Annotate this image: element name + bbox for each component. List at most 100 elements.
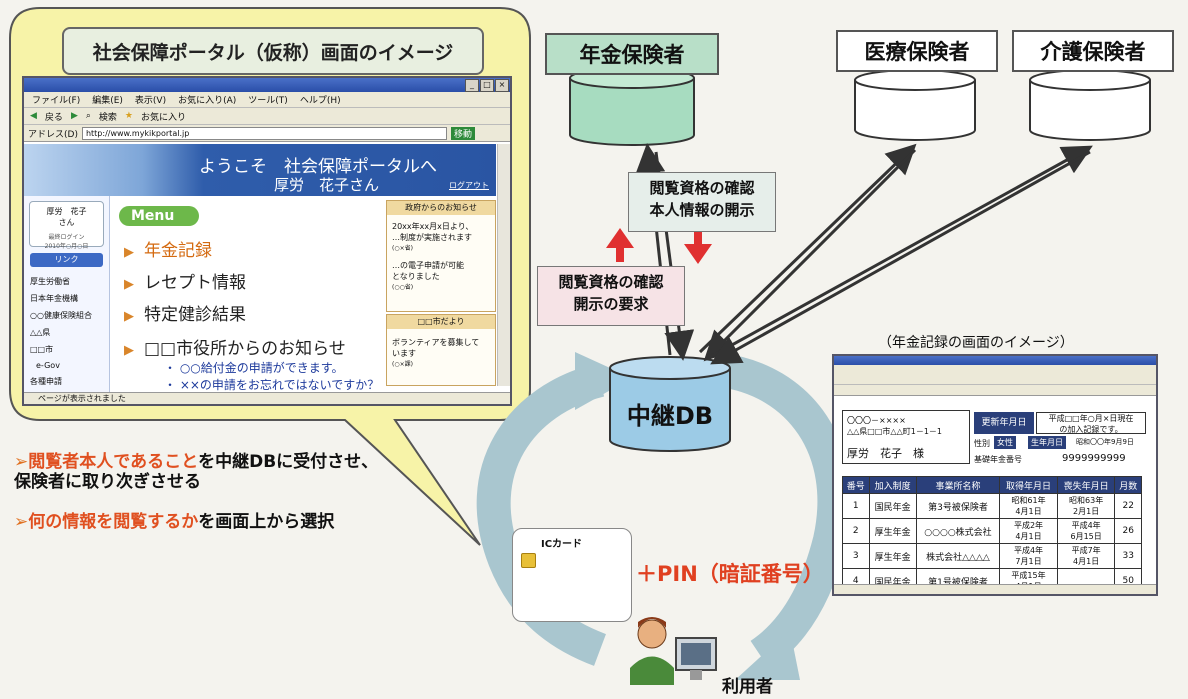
- forward-icon[interactable]: ▶: [70, 111, 78, 121]
- menu-item-receipt-info[interactable]: ▶レセプト情報: [124, 273, 246, 293]
- search-button[interactable]: 検索: [98, 112, 117, 123]
- col-number: 番号: [842, 476, 870, 494]
- cycle-arrow-right: [717, 353, 852, 670]
- menu-label: Menu: [119, 206, 199, 226]
- ic-card-label: ICカード: [541, 539, 583, 550]
- menu-edit[interactable]: 編集(E): [92, 96, 123, 106]
- table-cell: 1: [842, 493, 870, 519]
- pension-status-bar: [834, 584, 1156, 594]
- table-cell: 厚生年金: [868, 543, 917, 569]
- city-news-item[interactable]: ボランティアを募集して います(○×課): [392, 338, 480, 368]
- city-news-header: □□市だより: [387, 315, 495, 329]
- pension-address-box: 〇〇〇－×××× △△県□□市△△町1－1－1 厚労 花子 様: [842, 410, 970, 464]
- menu-file[interactable]: ファイル(F): [32, 96, 81, 106]
- red-arrow-up: [606, 228, 634, 262]
- sidebar-link-egov[interactable]: e-Gov: [36, 361, 60, 370]
- basic-pension-number: 9999999999: [1062, 453, 1126, 464]
- menu-view[interactable]: 表示(V): [134, 96, 167, 106]
- birth-label: 生年月日: [1028, 436, 1066, 449]
- table-cell: 国民年金: [868, 493, 917, 519]
- table-cell: 平成2年 4月1日: [999, 518, 1058, 544]
- pension-window-addressbar: [834, 385, 1156, 396]
- back-button[interactable]: 戻る: [44, 112, 63, 123]
- menu-help[interactable]: ヘルプ(H): [299, 96, 341, 106]
- table-cell: 26: [1114, 518, 1142, 544]
- city-news-box: □□市だより ボランティアを募集して います(○×課): [386, 314, 496, 386]
- user-greeting: 厚労 花子さん: [274, 176, 380, 194]
- pension-db-cylinder: [569, 67, 695, 146]
- medical-insurer-label: 医療保険者: [836, 30, 998, 72]
- basic-pension-number-label: 基礎年金番号: [974, 455, 1022, 464]
- update-date-label: 更新年月日: [974, 412, 1034, 434]
- col-system: 加入制度: [868, 476, 917, 494]
- window-titlebar: _ □ ×: [24, 78, 510, 92]
- government-notice-box: 政府からのお知らせ 20xx年xx月x日より、 …制度が実施されます(○×省) …: [386, 200, 496, 312]
- arrow-care-relay: [710, 150, 1091, 365]
- table-cell: 22: [1114, 493, 1142, 519]
- sidebar-link-prefecture[interactable]: △△県: [30, 328, 51, 337]
- menu-item-pension-record[interactable]: ▶年金記録: [124, 241, 212, 261]
- pension-screen-caption: （年金記録の画面のイメージ）: [878, 335, 1074, 351]
- pension-record-window: 〇〇〇－×××× △△県□□市△△町1－1－1 厚労 花子 様 更新年月日 平成…: [832, 354, 1158, 596]
- browser-toolbar: ◀ 戻る ▶ ⌕ 検索 ★ お気に入り: [24, 108, 510, 125]
- table-cell: 33: [1114, 543, 1142, 569]
- col-employer: 事業所名称: [915, 476, 1001, 494]
- government-notice-1[interactable]: 20xx年xx月x日より、 …制度が実施されます(○×省): [392, 222, 474, 252]
- browser-status-bar: ページが表示されました: [24, 392, 510, 404]
- close-icon[interactable]: ×: [495, 79, 509, 92]
- minimize-icon[interactable]: _: [465, 79, 479, 92]
- browser-menubar: ファイル(F) 編集(E) 表示(V) お気に入り(A) ツール(T) ヘルプ(…: [24, 92, 510, 108]
- pension-name: 厚労 花子 様: [847, 447, 924, 460]
- menu-item-city-notice[interactable]: ▶□□市役所からのお知らせ: [124, 339, 346, 359]
- bullet-identity: ➢閲覧者本人であることを中継DBに受付させ、 保険者に取り次ぎさせる: [14, 452, 379, 492]
- government-notice-2[interactable]: …の電子申請が可能 となりました(○○省): [392, 261, 464, 291]
- arrow-medical-relay: [703, 148, 917, 362]
- table-cell: ○○○○株式会社: [915, 518, 1001, 544]
- welcome-text: ようこそ 社会保障ポータルへ: [199, 157, 437, 177]
- table-cell: 平成4年 6月15日: [1056, 518, 1116, 544]
- arrow-relay-medical: [698, 143, 917, 354]
- cycle-arrow-left: [476, 363, 607, 666]
- search-icon[interactable]: ⌕: [85, 111, 91, 121]
- sidebar-link-health-union[interactable]: ○○健康保険組合: [30, 311, 92, 320]
- portal-browser-window: _ □ × ファイル(F) 編集(E) 表示(V) お気に入り(A) ツール(T…: [22, 76, 512, 406]
- link-button[interactable]: リンク: [30, 253, 103, 267]
- table-cell: 昭和63年 2月1日: [1056, 493, 1116, 519]
- back-icon[interactable]: ◀: [30, 111, 37, 121]
- col-months: 月数: [1114, 476, 1142, 494]
- sidebar-link-pension-org[interactable]: 日本年金機構: [30, 294, 78, 303]
- sidebar-user-box: 厚労 花子 さん 最終ログイン 2010年○月○日: [29, 201, 104, 250]
- pension-address-line1: 〇〇〇－××××: [847, 416, 906, 425]
- menu-arrow-icon: ▶: [124, 245, 134, 260]
- logout-link[interactable]: ログアウト: [449, 181, 489, 190]
- favorites-button[interactable]: お気に入り: [141, 112, 187, 123]
- table-cell: 3: [842, 543, 870, 569]
- address-bar: アドレス(D) http://www.mykikportal.jp 移動: [24, 125, 510, 142]
- table-cell: 平成7年 4月1日: [1056, 543, 1116, 569]
- city-sub-item-2[interactable]: ・ ××の申請をお忘れではないですか？: [164, 378, 380, 392]
- sidebar-link-mhlw[interactable]: 厚生労働省: [30, 277, 70, 286]
- table-cell: 株式会社△△△△: [915, 543, 1001, 569]
- medical-db-cylinder: [854, 69, 976, 141]
- sidebar-user-note: 最終ログイン 2010年○月○日: [44, 234, 89, 250]
- pension-window-toolbar: [834, 374, 1156, 385]
- star-icon[interactable]: ★: [124, 111, 133, 121]
- sidebar-link-city[interactable]: □□市: [30, 345, 54, 354]
- birth-value: 昭和〇〇年9月9日: [1076, 438, 1134, 446]
- city-sub-item-1[interactable]: ・ ○○給付金の申請ができます。: [164, 361, 344, 375]
- care-db-cylinder: [1029, 69, 1151, 141]
- sidebar-link-applications[interactable]: 各種申請: [30, 377, 62, 386]
- cycle-arrow-left-head: [575, 352, 632, 410]
- vertical-scrollbar[interactable]: [497, 144, 510, 386]
- menu-tools[interactable]: ツール(T): [248, 96, 288, 106]
- go-button[interactable]: 移動: [450, 126, 475, 140]
- pension-window-menubar: [834, 365, 1156, 374]
- address-input[interactable]: http://www.mykikportal.jp: [81, 126, 447, 140]
- maximize-icon[interactable]: □: [480, 79, 494, 92]
- user-label: 利用者: [722, 677, 773, 697]
- ic-card: ICカード: [512, 528, 632, 622]
- menu-favorites[interactable]: お気に入り(A): [178, 96, 237, 106]
- menu-item-health-checkup[interactable]: ▶特定健診結果: [124, 305, 246, 325]
